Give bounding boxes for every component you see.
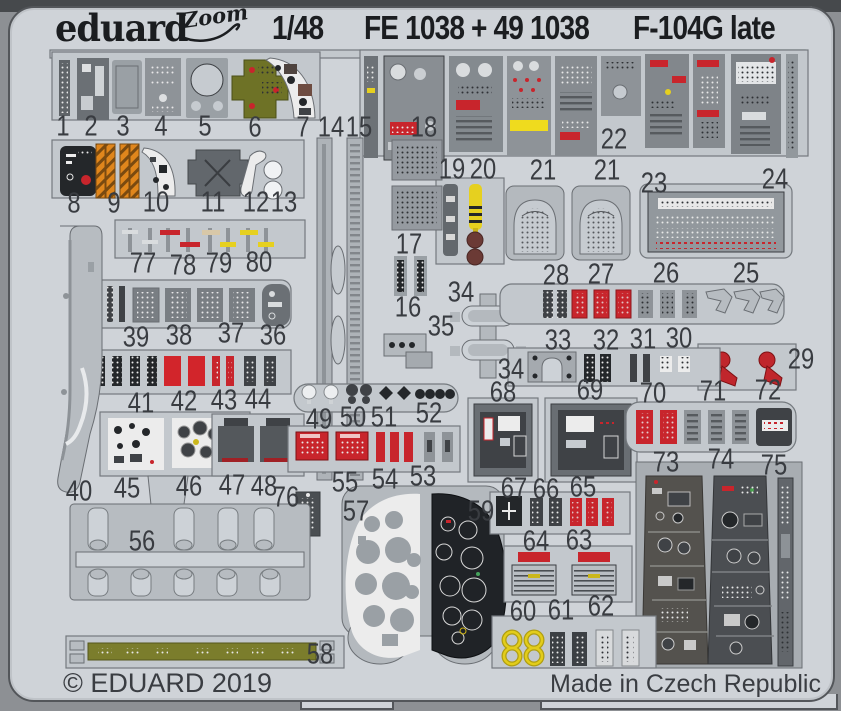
cluster-grilles-70-72: [625, 401, 797, 453]
bracket-35: [383, 333, 433, 369]
zoom-script-logo: Zoom: [179, 6, 250, 42]
sidewall-panels-73-75: [635, 461, 803, 669]
flap-structure-56: [69, 503, 311, 601]
cluster-placards-63-64: [503, 545, 633, 603]
cluster-knobs-49-52: [293, 383, 459, 413]
cluster-parts-1-7: [51, 51, 321, 121]
cluster-parts-8-13: [51, 139, 305, 200]
cluster-keyboard-plate-23: [639, 183, 793, 259]
cluster-parts-65-67: [489, 491, 631, 535]
scale-label: 1/48: [272, 9, 324, 46]
cluster-top-panels-18-22-24: [359, 49, 809, 161]
instrument-panel-57-59: [341, 485, 507, 665]
ladder-sticks-16: [394, 256, 427, 296]
cluster-grilles-41-44: [84, 349, 292, 395]
cluster-grilles-36-39: [84, 279, 292, 329]
cluster-parts-30-33: [507, 347, 721, 387]
cluster-caution-labels-53-55: [287, 425, 461, 473]
product-codes: FE 1038 + 49 1038: [364, 9, 590, 46]
top-edge-strip: [0, 0, 841, 6]
perforated-plates-17: [391, 139, 443, 231]
cluster-parts-60-62: [491, 615, 657, 669]
cluster-parts-25-28: [499, 283, 785, 325]
console-boxes-68-69: [467, 397, 638, 483]
zoom-script-text: Zoom: [180, 6, 249, 33]
zoom-logo-swoosh-icon: [179, 23, 241, 42]
olive-strip-58: [65, 635, 345, 669]
product-title: F-104G late: [633, 9, 776, 46]
origin-text: Made in Czech Republic: [550, 670, 821, 698]
canopy-frame-40: [57, 225, 103, 493]
cluster-levers-77-80: [114, 219, 306, 259]
cluster-rudder-pedals-21: [505, 185, 631, 261]
cluster-ejection-handles-19-20: [435, 177, 505, 266]
brand-logo: eduard: [55, 6, 189, 50]
copyright-text: © EDUARD 2019: [63, 668, 272, 698]
